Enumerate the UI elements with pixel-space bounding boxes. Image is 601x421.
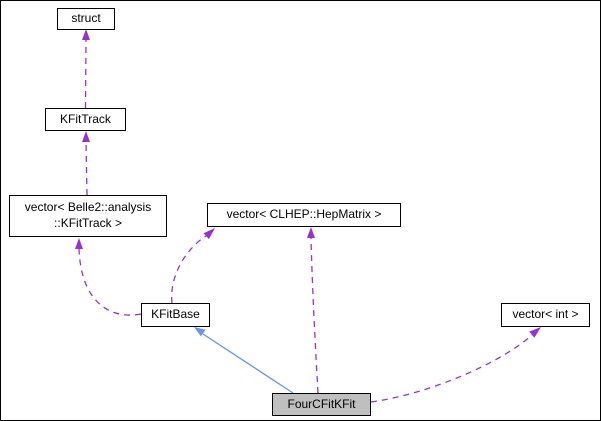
node-vector-kfittrack[interactable]: vector< Belle2::analysis ::KFitTrack > xyxy=(9,195,167,237)
edge-fourcfitkfit-uses-vector-hepmatrix xyxy=(310,237,319,394)
node-vector-int-label: vector< int > xyxy=(512,307,579,322)
arrowhead-fourcfitkfit-uses-vector-hepmatrix xyxy=(307,227,315,238)
node-kfitbase[interactable]: KFitBase xyxy=(141,303,210,327)
node-fourcfitkfit-label: FourCFitKFit xyxy=(287,396,356,411)
edge-kfittrack-uses-struct xyxy=(84,39,87,109)
node-vector-hepmatrix[interactable]: vector< CLHEP::HepMatrix > xyxy=(207,203,401,227)
arrowhead-kfitbase-uses-vector-kfittrack xyxy=(75,238,83,249)
edge-fourcfitkfit-uses-vector-int xyxy=(370,334,533,403)
arrowhead-fourcfitkfit-uses-vector-int xyxy=(529,327,541,338)
node-kfittrack-label: KFitTrack xyxy=(60,111,111,126)
node-kfitbase-label: KFitBase xyxy=(151,307,200,322)
edge-kfitbase-uses-vector-hepmatrix xyxy=(171,235,207,304)
node-vector-hepmatrix-label: vector< CLHEP::HepMatrix > xyxy=(226,207,382,222)
node-struct[interactable]: struct xyxy=(57,8,115,30)
node-kfittrack[interactable]: KFitTrack xyxy=(45,108,126,131)
node-struct-label: struct xyxy=(71,11,101,26)
edge-vector-kfittrack-uses-kfittrack xyxy=(85,141,88,196)
node-vector-kfittrack-label-line1: vector< Belle2::analysis xyxy=(24,200,152,215)
arrowhead-kfitbase-uses-vector-hepmatrix xyxy=(203,228,215,240)
edge-kfitbase-uses-vector-kfittrack xyxy=(78,248,142,316)
node-fourcfitkfit: FourCFitKFit xyxy=(272,393,371,416)
arrowhead-vector-kfittrack-uses-kfittrack xyxy=(82,131,90,142)
edge-fourcfitkfit-inherits-kfitbase xyxy=(202,333,294,394)
arrowhead-fourcfitkfit-inherits-kfitbase xyxy=(194,327,206,337)
node-vector-kfittrack-label-line2: ::KFitTrack > xyxy=(54,216,122,230)
node-vector-int[interactable]: vector< int > xyxy=(501,303,590,327)
arrowhead-kfittrack-uses-struct xyxy=(82,29,90,40)
